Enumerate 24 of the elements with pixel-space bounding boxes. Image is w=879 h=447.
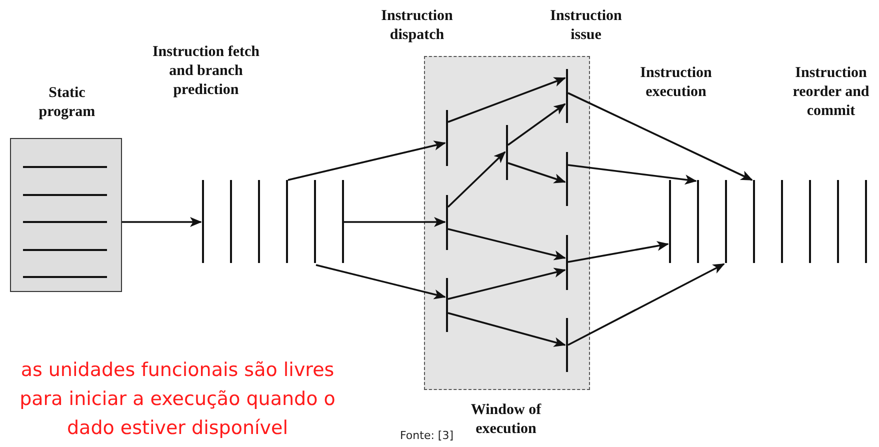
arrow [508, 162, 566, 184]
stage-heading: Instruction issue [549, 7, 623, 45]
source-note: Fonte: [3] [400, 429, 454, 443]
stage-heading: Instruction dispatch [380, 7, 454, 45]
box-title: Static program [38, 84, 96, 122]
stage-heading: Instruction execution [639, 64, 713, 102]
arrow [288, 140, 446, 181]
arrow [316, 264, 446, 300]
arrow [448, 268, 566, 300]
arrow [568, 241, 669, 263]
arrow [447, 151, 506, 208]
arrow [344, 217, 446, 227]
arrow [568, 92, 753, 181]
arrow [568, 164, 697, 185]
arrow [507, 103, 566, 146]
arrow [568, 263, 725, 346]
arrow [448, 312, 566, 347]
arrow [448, 77, 566, 123]
arrow [448, 228, 566, 260]
stage-heading: Instruction reorder and commit [792, 64, 870, 121]
stage-heading: Instruction fetch and branch prediction [151, 43, 261, 100]
arrow [122, 217, 202, 227]
note-text: as unidades funcionais são livres para iniciar a execução quando o dado estiver disponível [18, 358, 336, 441]
region-title: Window of execution [470, 401, 542, 439]
